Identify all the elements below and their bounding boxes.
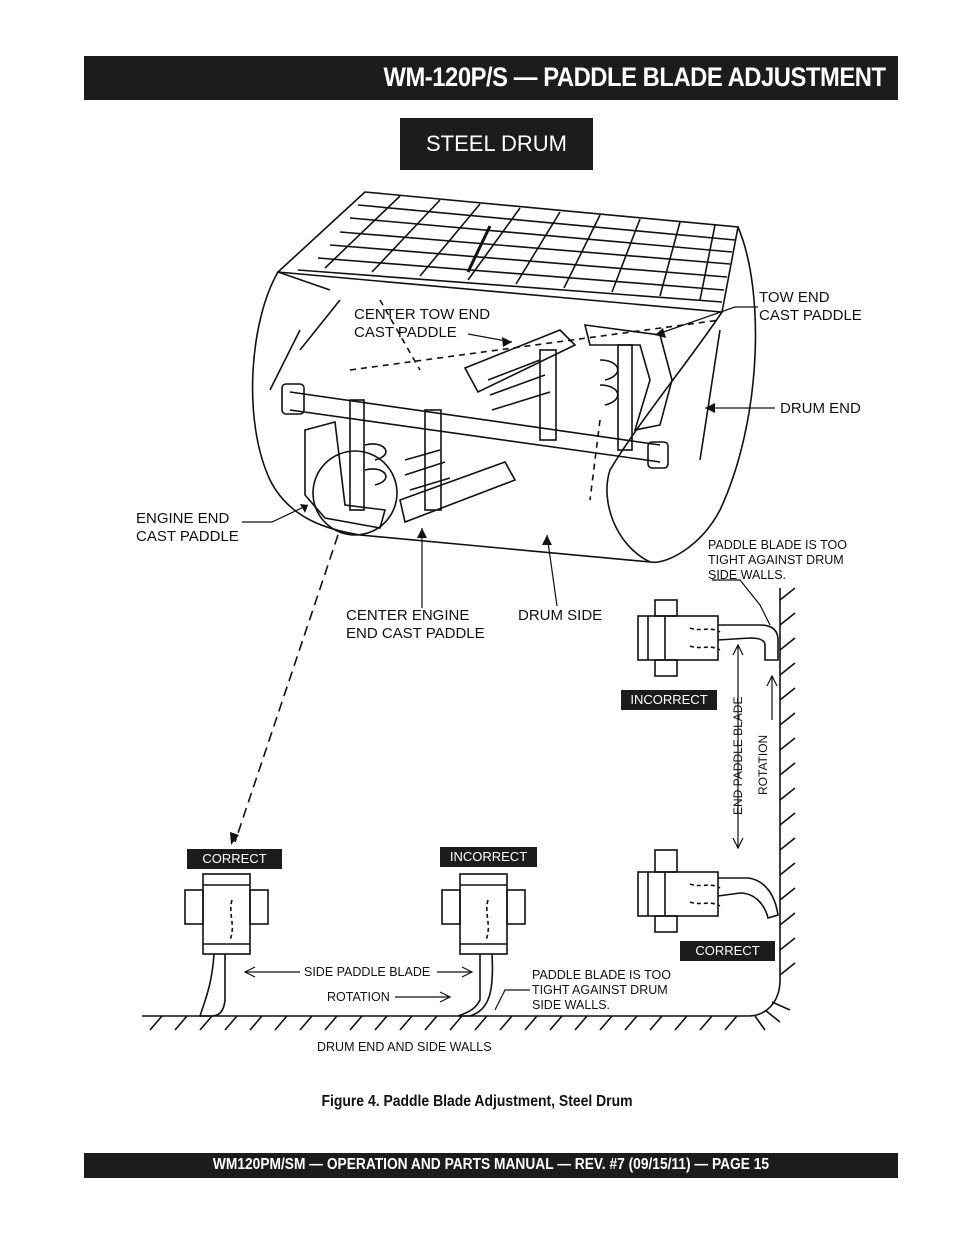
header-bar: WM-120P/S — PADDLE BLADE ADJUSTMENT: [84, 56, 898, 100]
footer-text: WM120PM/SM — OPERATION AND PARTS MANUAL …: [212, 1156, 770, 1173]
label-center-tow-end: CENTER TOW END CAST PADDLE: [354, 306, 491, 341]
side-bolt-incorrect: [441, 873, 526, 1017]
label-tow-end: TOW END CAST PADDLE: [759, 289, 862, 324]
paddle-arms: [349, 344, 633, 511]
detail-circle: [312, 450, 398, 536]
label-too-tight-top: PADDLE BLADE IS TOO TIGHT AGAINST DRUM S…: [708, 538, 847, 582]
paddles: [304, 324, 673, 529]
label-rotation-bottom: ROTATION: [327, 990, 390, 1004]
label-drum-end: DRUM END: [780, 400, 861, 417]
label-drum-side: DRUM SIDE: [518, 607, 603, 624]
drum-floor: [142, 587, 796, 1031]
label-too-tight-bottom: PADDLE BLADE IS TOO TIGHT AGAINST DRUM S…: [532, 968, 671, 1012]
drum-shaft: [281, 383, 669, 469]
label-drum-end-side-walls: DRUM END AND SIDE WALLS: [317, 1040, 492, 1054]
tag-incorrect-right: INCORRECT: [621, 690, 717, 710]
label-end-paddle-blade: END PADDLE BLADE: [731, 696, 745, 815]
footer-bar: WM120PM/SM — OPERATION AND PARTS MANUAL …: [84, 1153, 898, 1178]
steel-drum-label: STEEL DRUM: [400, 118, 593, 170]
end-bolt-correct: [637, 849, 779, 933]
tag-correct-left: CORRECT: [187, 849, 282, 869]
end-bolt-incorrect: [637, 599, 779, 677]
drum-grate: [276, 191, 739, 313]
side-bolt-correct: [184, 873, 269, 1017]
label-engine-end: ENGINE END CAST PADDLE: [136, 510, 239, 545]
label-side-paddle-blade: SIDE PADDLE BLADE: [304, 965, 431, 979]
label-center-engine-end: CENTER ENGINE END CAST PADDLE: [346, 607, 485, 642]
figure-caption: Figure 4. Paddle Blade Adjustment, Steel…: [321, 1093, 633, 1110]
tag-incorrect-mid: INCORRECT: [440, 847, 537, 867]
page-title: WM-120P/S — PADDLE BLADE ADJUSTMENT: [383, 62, 887, 92]
tag-correct-right: CORRECT: [680, 941, 775, 961]
label-rotation-right: ROTATION: [756, 734, 770, 795]
